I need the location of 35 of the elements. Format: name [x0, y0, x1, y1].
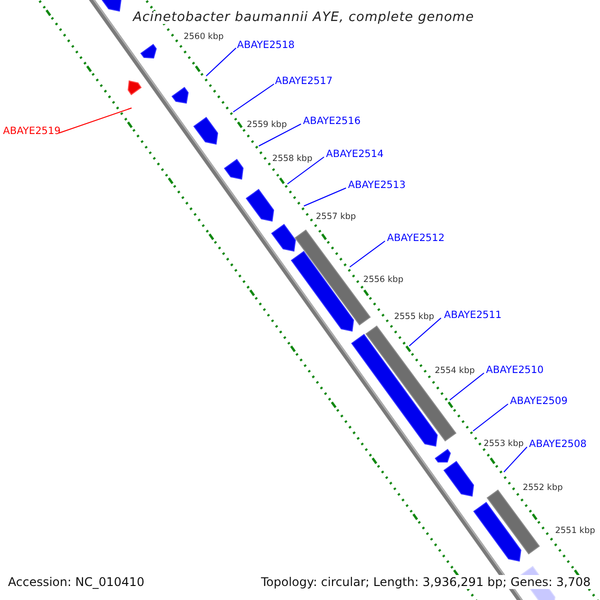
title: Acinetobacter baumannii AYE, complete genome	[133, 11, 474, 24]
gene-label: ABAYE2514	[326, 150, 384, 160]
gene-label: ABAYE2516	[303, 117, 361, 127]
tick-label: 2551 kbp	[555, 527, 596, 536]
gene-label: ABAYE2511	[444, 311, 502, 321]
tick-label: 2557 kbp	[316, 213, 356, 222]
tick-label: 2553 kbp	[484, 440, 524, 448]
gene-label: ABAYE2519	[3, 127, 61, 137]
gene-label: ABAYE2510	[486, 366, 544, 376]
tick-label: 2555 kbp	[394, 313, 434, 322]
gene-label: ABAYE2517	[275, 77, 333, 87]
footer-text: Topology: circular; Length: 3,936,291 bp; Genes: 3,708	[261, 575, 591, 589]
tick-label: 2559 kbp	[246, 121, 287, 130]
leader-line	[206, 48, 236, 76]
leader-line	[503, 446, 528, 472]
footer-text: Accession: NC_010410	[8, 575, 144, 589]
leader-line	[349, 240, 386, 268]
leader-line	[232, 84, 274, 112]
leader-line	[303, 188, 346, 206]
leader-line	[286, 156, 324, 184]
leader-line	[258, 124, 302, 146]
gene-label: ABAYE2513	[348, 181, 406, 191]
gene-label: ABAYE2509	[510, 397, 568, 407]
gene-label: ABAYE2512	[387, 234, 445, 244]
gene-label: ABAYE2508	[529, 440, 587, 450]
gene-label: ABAYE2518	[237, 41, 295, 51]
tick-label: 2556 kbp	[363, 276, 404, 284]
tick-label: 2554 kbp	[434, 367, 475, 376]
tick-label: 2558 kbp	[272, 155, 312, 164]
tick-label: 2552 kbp	[522, 484, 563, 492]
leader-line	[472, 404, 508, 432]
leader-line	[408, 318, 442, 346]
tick-label: 2560 kbp	[184, 33, 224, 42]
leader-line	[58, 108, 132, 134]
leader-line	[449, 372, 484, 400]
